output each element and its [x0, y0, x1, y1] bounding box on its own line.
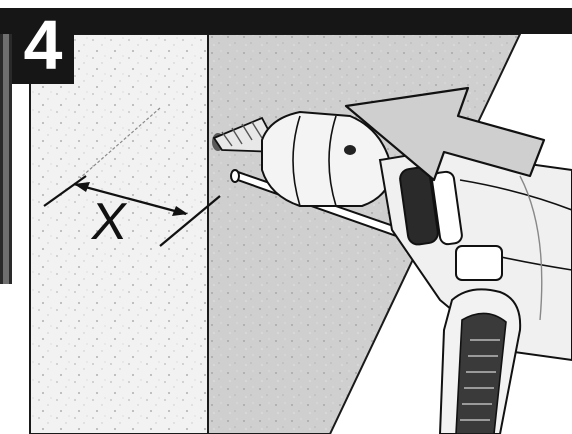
header-bar [0, 8, 572, 34]
dimension-extension-left [43, 175, 87, 207]
drill-handle [438, 288, 522, 434]
direction-arrow-icon [344, 86, 546, 182]
dimension-arrow-left-icon [74, 182, 90, 192]
previous-panel-edge-highlight [3, 34, 9, 284]
dimension-label: X [87, 193, 131, 251]
drill-body [378, 148, 572, 362]
dimension-line [73, 182, 187, 216]
dimension-extension-right [159, 195, 221, 247]
step-number: 4 [23, 6, 63, 84]
step-badge: 4 [12, 8, 74, 84]
dimension-arrow-right-icon [172, 206, 188, 216]
wall-face-left [29, 33, 209, 434]
